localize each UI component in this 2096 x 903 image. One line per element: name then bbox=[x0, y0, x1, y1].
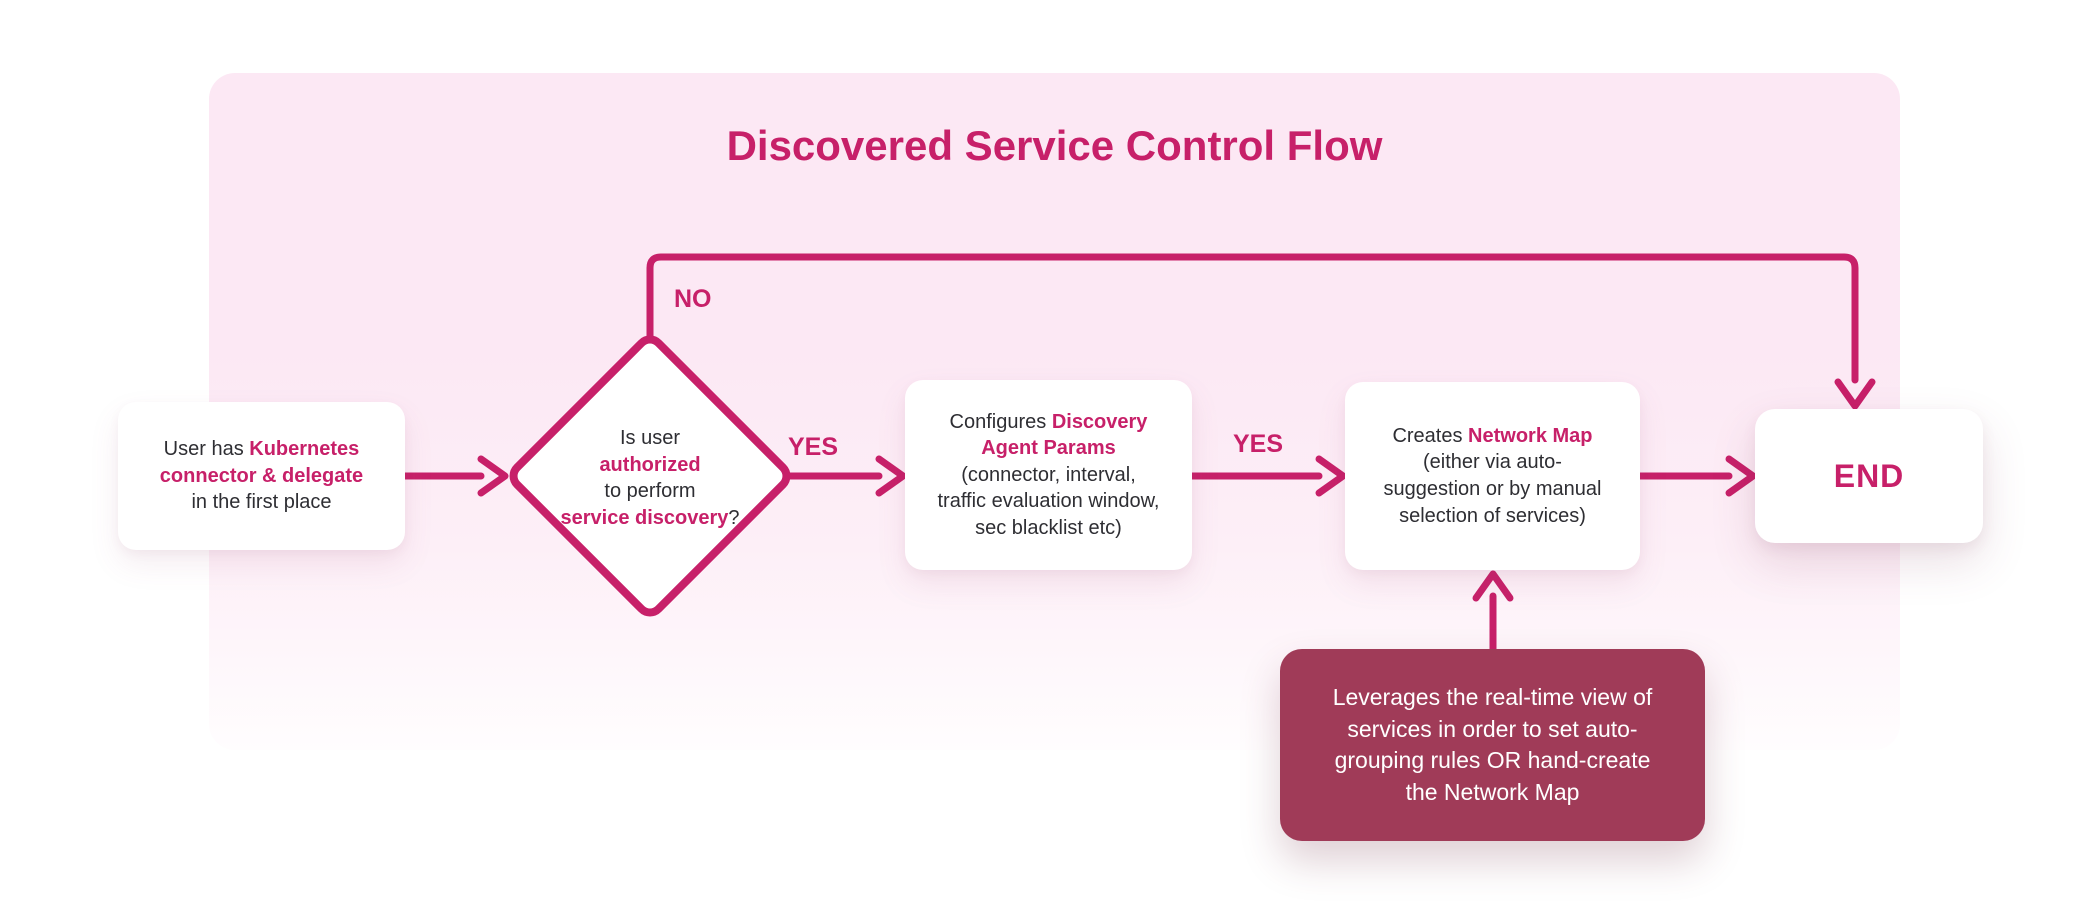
configure-params-node-text: Configures Discovery Agent Params (conne… bbox=[937, 410, 1160, 539]
arrowhead-create-to-end bbox=[1725, 455, 1757, 497]
arrowhead-decision-to-configure bbox=[875, 455, 907, 497]
create-network-map-node: Creates Network Map (either via auto- su… bbox=[1345, 382, 1640, 570]
end-node: END bbox=[1755, 409, 1983, 543]
arrowhead-start-to-decision bbox=[477, 455, 509, 497]
create-network-map-node-text: Creates Network Map (either via auto- su… bbox=[1383, 424, 1602, 527]
start-node-text: User has Kubernetes connector & delegate… bbox=[159, 438, 364, 514]
yes-label-decision-to-configure: YES bbox=[788, 433, 839, 461]
note-box-text: Leverages the real-time view of services… bbox=[1332, 684, 1653, 805]
configure-params-node: Configures Discovery Agent Params (conne… bbox=[905, 380, 1192, 570]
diagram-title: Discovered Service Control Flow bbox=[726, 122, 1383, 169]
decision-node-text: Is user authorized to perform service di… bbox=[560, 426, 740, 529]
no-label-decision-to-end: NO bbox=[674, 285, 712, 313]
arrowhead-configure-to-create bbox=[1315, 455, 1347, 497]
end-node-label: END bbox=[1833, 457, 1905, 494]
note-box: Leverages the real-time view of services… bbox=[1280, 649, 1705, 841]
yes-label-configure-to-create: YES bbox=[1233, 430, 1284, 458]
edge-decision-to-end-no bbox=[646, 253, 1859, 384]
arrowhead-decision-to-end-no bbox=[1834, 378, 1876, 410]
arrowhead-note-to-create bbox=[1472, 570, 1514, 602]
start-node: User has Kubernetes connector & delegate… bbox=[118, 402, 405, 550]
